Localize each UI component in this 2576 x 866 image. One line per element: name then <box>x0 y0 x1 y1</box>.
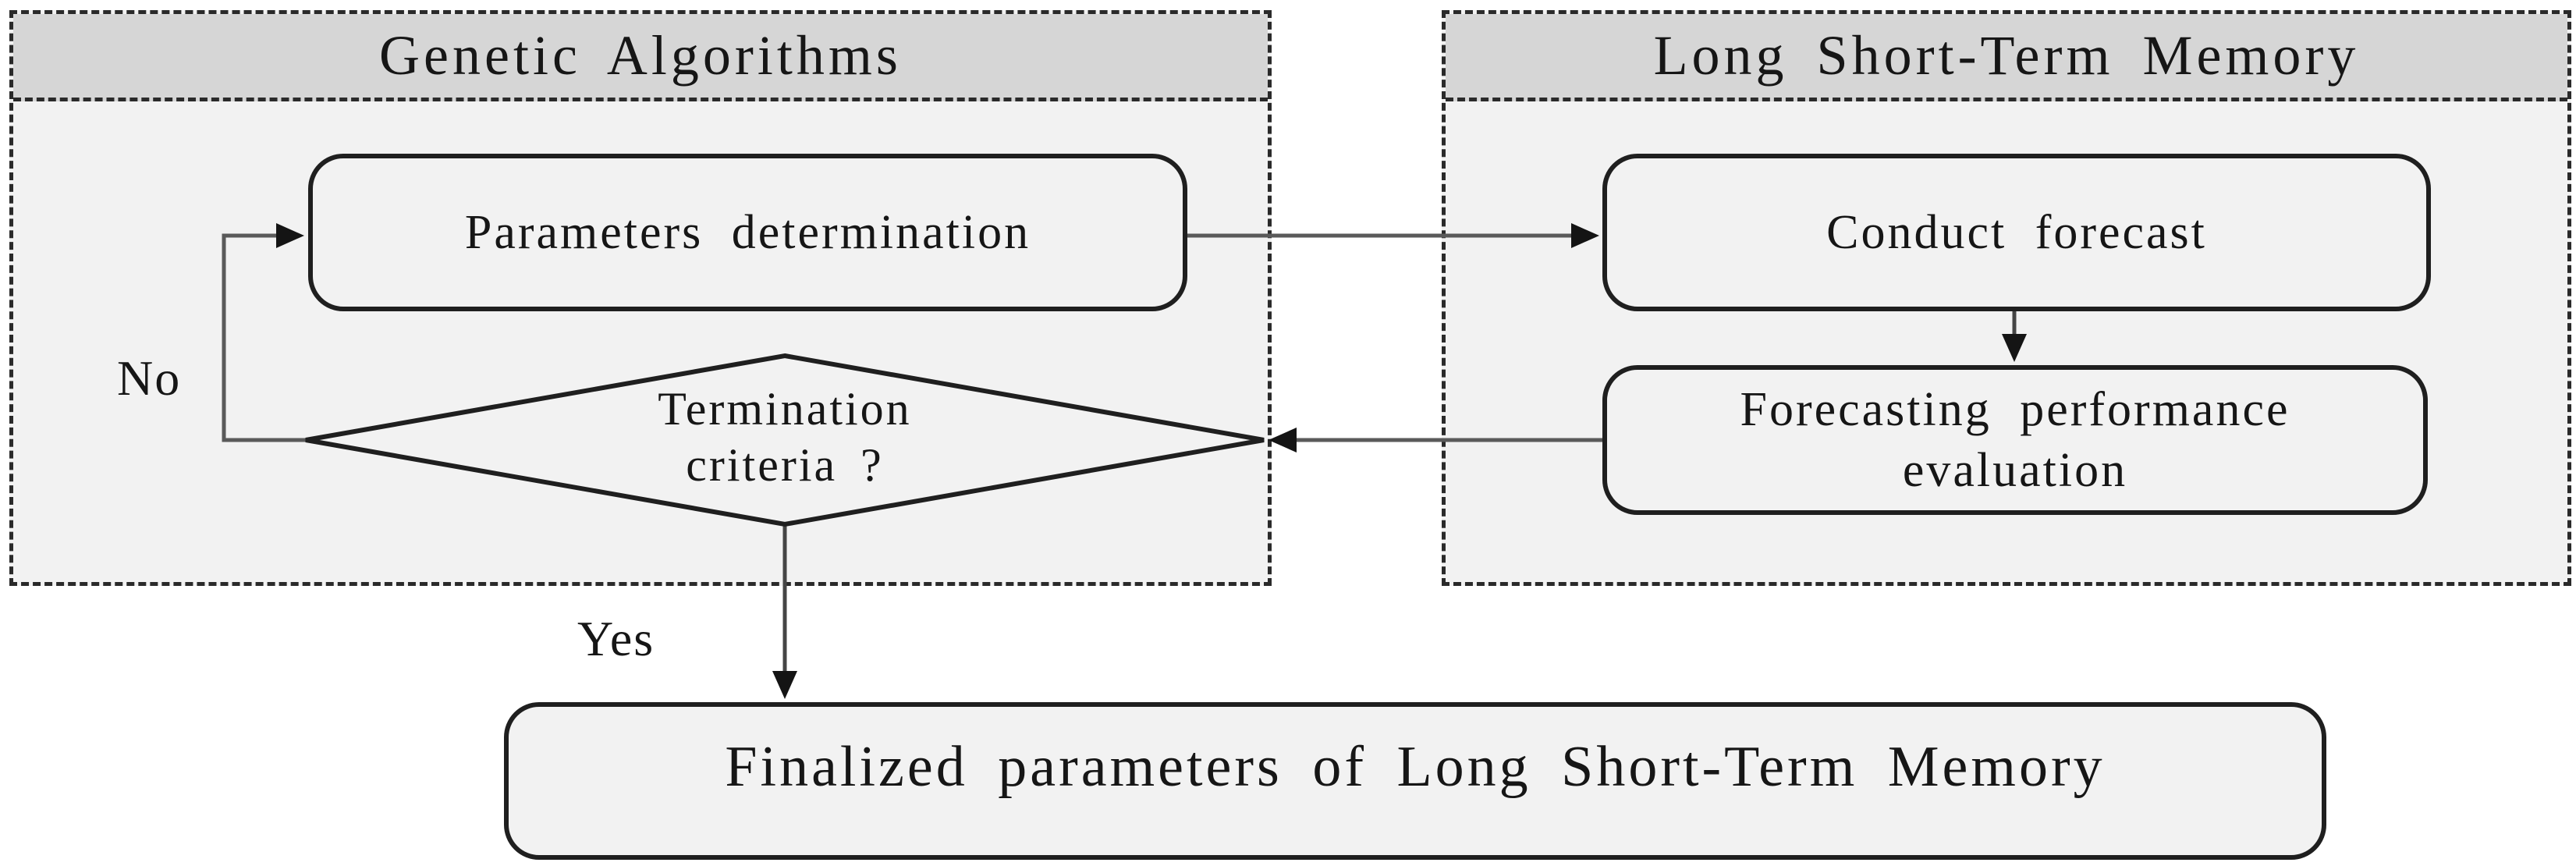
conduct-forecast-label: Conduct forecast <box>1826 206 2207 259</box>
termination-criteria-diamond <box>305 353 1265 527</box>
conduct-forecast-node: Conduct forecast <box>1602 154 2431 311</box>
no-branch-label: No <box>117 350 182 406</box>
arrowhead-into-parameters <box>276 223 304 248</box>
yes-branch-label: Yes <box>577 611 655 666</box>
arrowhead-into-diamond <box>1268 428 1297 453</box>
parameters-determination-label: Parameters determination <box>464 206 1031 259</box>
forecasting-evaluation-node: Forecasting performance evaluation <box>1602 365 2428 515</box>
arrowhead-into-evaluation <box>2002 334 2027 362</box>
parameters-determination-node: Parameters determination <box>308 154 1187 311</box>
genetic-algorithms-title: Genetic Algorithms <box>379 24 902 87</box>
arrowhead-into-finalized <box>772 671 797 699</box>
finalized-parameters-label: Finalized parameters of Long Short-Term … <box>725 735 2106 799</box>
forecasting-evaluation-line1: Forecasting performance <box>1740 383 2290 436</box>
forecasting-evaluation-line2: evaluation <box>1902 444 2128 497</box>
genetic-algorithms-panel-header: Genetic Algorithms <box>13 14 1268 101</box>
finalized-parameters-node: Finalized parameters of Long Short-Term … <box>504 702 2326 860</box>
termination-criteria-label: Termination criteria ? <box>551 381 1019 493</box>
lstm-panel-header: Long Short-Term Memory <box>1446 14 2567 101</box>
termination-criteria-line2: criteria ? <box>686 439 884 491</box>
lstm-title: Long Short-Term Memory <box>1653 24 2360 87</box>
edge-no-loop <box>222 233 306 442</box>
arrowhead-into-conduct-forecast <box>1571 223 1599 248</box>
termination-criteria-line1: Termination <box>658 383 912 435</box>
